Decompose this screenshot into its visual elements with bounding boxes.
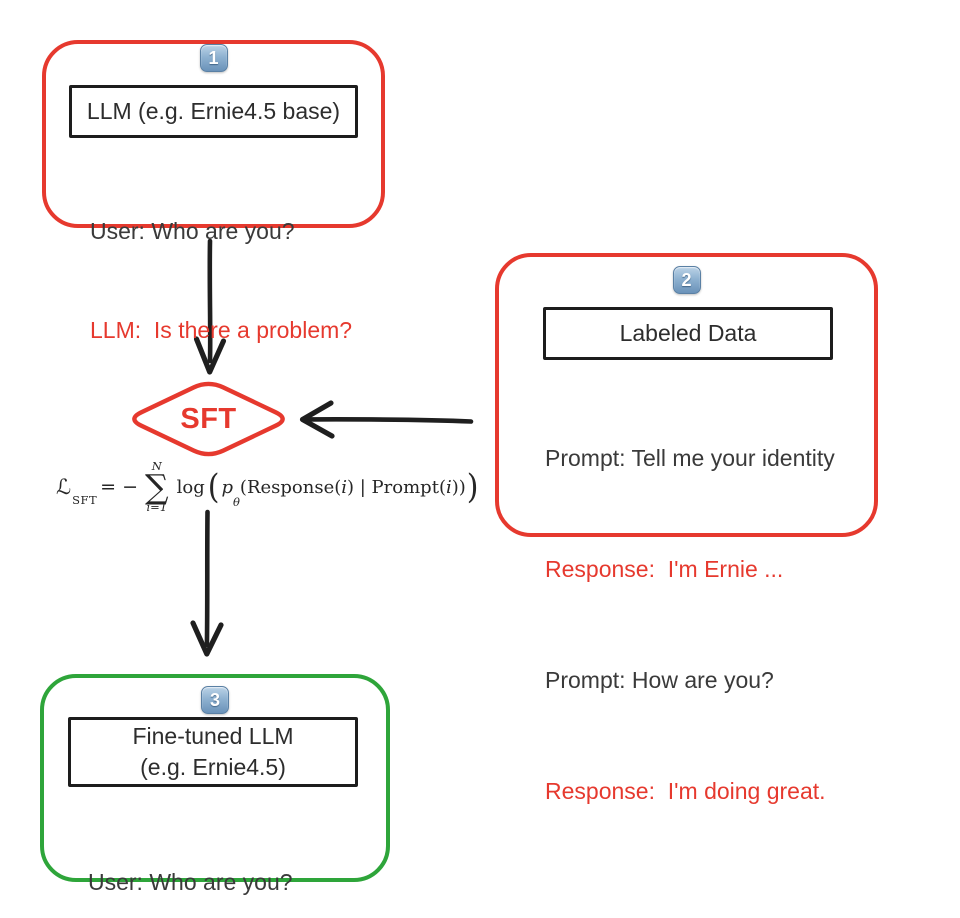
- dialog-line: Prompt: How are you?: [545, 667, 774, 693]
- finetuned-llm-box: Fine-tuned LLM (e.g. Ernie4.5): [68, 717, 358, 787]
- stage1-panel: 1 LLM (e.g. Ernie4.5 base) User: Who are…: [42, 40, 385, 343]
- dialog-line: Response: I'm doing great.: [545, 778, 826, 804]
- arrow-sft-to-finetuned-icon: [190, 509, 224, 657]
- dialog-line: User: Who are you?: [88, 869, 293, 895]
- arrow-llm-to-sft-icon: [193, 238, 227, 375]
- dialog-line: Response: I'm Ernie ...: [545, 556, 784, 582]
- step-1-badge: 1: [199, 44, 228, 72]
- base-llm-box: LLM (e.g. Ernie4.5 base): [69, 85, 358, 138]
- dialog-line: LLM: Is there a problem?: [90, 317, 353, 343]
- stage1-dialog: User: Who are you? LLM: Is there a probl…: [90, 149, 352, 413]
- finetuned-llm-label-line1: Fine-tuned LLM: [132, 723, 294, 749]
- base-llm-label: LLM (e.g. Ernie4.5 base): [86, 98, 341, 124]
- stage2-examples: Prompt: Tell me your identity Response: …: [545, 366, 835, 884]
- stage2-panel: 2 Labeled Data Prompt: Tell me your iden…: [495, 253, 878, 804]
- formula-loss-symbol: ℒ: [56, 475, 72, 499]
- sft-diamond-shape: [132, 381, 285, 457]
- sft-label: SFT: [180, 403, 237, 435]
- formula-summation: N∑i=1: [145, 458, 169, 514]
- dialog-line: Prompt: Tell me your identity: [545, 445, 835, 471]
- labeled-data-label: Labeled Data: [619, 320, 757, 346]
- stage3-dialog: User: Who are you? LLM: I’m Ernie: [88, 797, 293, 918]
- dialog-line: User: Who are you?: [90, 218, 295, 244]
- arrow-data-to-sft-icon: [299, 400, 474, 439]
- step-3-badge: 3: [201, 686, 229, 714]
- labeled-data-box: Labeled Data: [543, 307, 833, 360]
- finetuned-llm-label-line2: (e.g. Ernie4.5): [140, 754, 286, 780]
- step-2-badge: 2: [672, 266, 701, 294]
- stage3-panel: 3 Fine-tuned LLM (e.g. Ernie4.5) User: W…: [40, 674, 390, 895]
